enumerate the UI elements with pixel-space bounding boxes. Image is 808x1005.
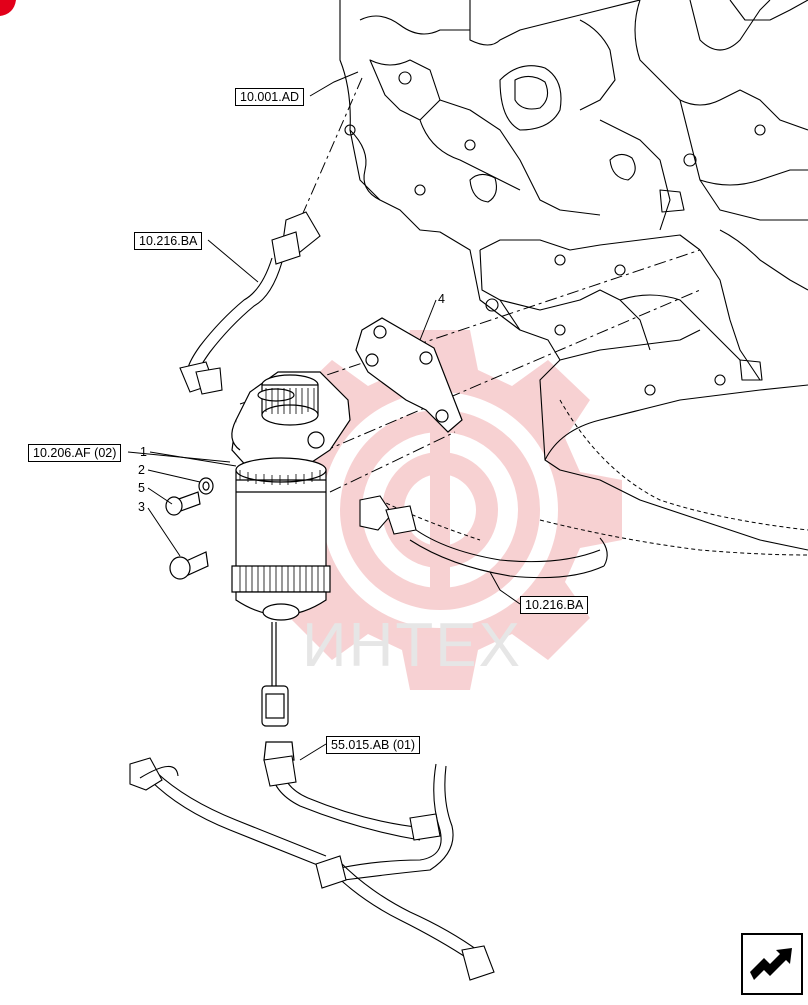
callout-2: 2	[138, 463, 145, 477]
upper-fuel-line	[179, 211, 321, 395]
callout-3: 3	[138, 500, 145, 514]
watermark-text: ИНТЕХ	[302, 611, 522, 680]
callout-1: 1	[140, 445, 147, 459]
reference-10-216-ba-upper[interactable]: 10.216.BA	[134, 232, 203, 250]
callout-5: 5	[138, 481, 145, 495]
lower-wire-harness	[129, 755, 495, 981]
return-fuel-line	[359, 495, 608, 579]
reference-10-206-af[interactable]: 10.206.AF (02)	[28, 444, 122, 462]
engine-block	[339, 0, 808, 551]
next-page-arrow-icon[interactable]	[740, 932, 804, 996]
reference-55-015-ab[interactable]: 55.015.AB (01)	[326, 736, 421, 754]
filter-ribs	[239, 388, 325, 592]
water-sensor-harness	[261, 622, 295, 761]
callout-leaders	[127, 71, 521, 761]
corner-marker-icon	[0, 0, 16, 16]
callout-4: 4	[438, 292, 445, 306]
fuel-filter-assembly	[231, 371, 351, 621]
engine-hidden-outline	[379, 399, 808, 556]
reference-10-001-ad[interactable]: 10.001.AD	[235, 88, 305, 106]
reference-10-216-ba-lower[interactable]: 10.216.BA	[520, 596, 589, 614]
mounting-bracket	[355, 317, 463, 433]
fasteners	[165, 477, 214, 580]
